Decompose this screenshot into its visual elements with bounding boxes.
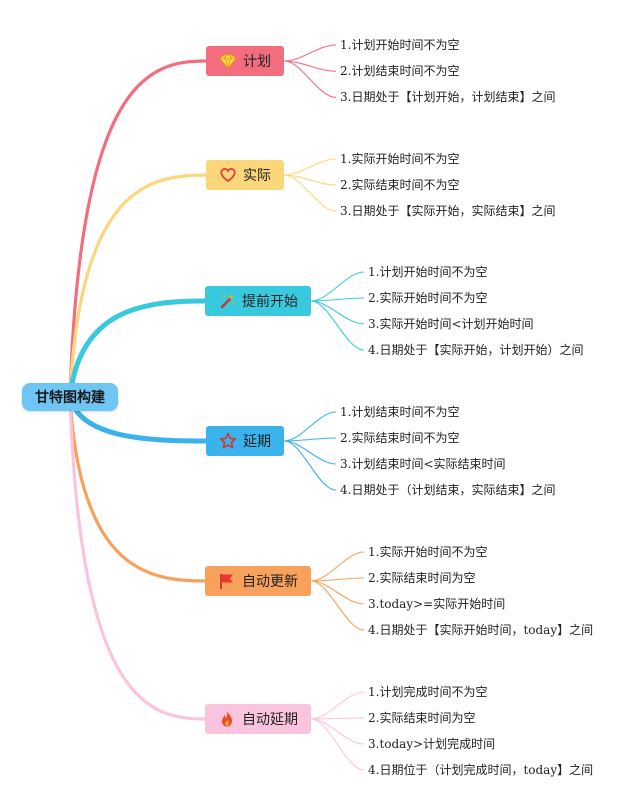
leaf-connector bbox=[283, 60, 337, 98]
leaf-item[interactable]: 4.日期处于（计划结束，实际结束】之间 bbox=[340, 483, 556, 497]
leaf-item[interactable]: 3.today>=实际开始时间 bbox=[368, 597, 506, 611]
branch-label: 自动更新 bbox=[242, 574, 298, 590]
leaf-item[interactable]: 1.计划开始时间不为空 bbox=[340, 38, 460, 52]
leaf-connector bbox=[283, 411, 337, 442]
flag-icon bbox=[218, 572, 236, 590]
branch-connector-2 bbox=[68, 173, 208, 399]
branch-label: 提前开始 bbox=[242, 294, 298, 310]
leaf-item[interactable]: 4.日期处于【实际开始时间，today】之间 bbox=[368, 623, 594, 637]
leaf-item[interactable]: 3.日期处于【计划开始，计划结束】之间 bbox=[340, 90, 556, 105]
leaf-item[interactable]: 2.实际结束时间不为空 bbox=[340, 431, 460, 445]
root-node[interactable]: 甘特图构建 bbox=[22, 383, 118, 411]
branch-node-6[interactable]: 自动延期 bbox=[205, 704, 311, 734]
branch-connector-1 bbox=[68, 59, 208, 399]
leaf-item[interactable]: 2.实际开始时间不为空 bbox=[368, 291, 488, 305]
branch-node-2[interactable]: 实际 bbox=[206, 160, 284, 190]
leaf-item[interactable]: 1.计划完成时间不为空 bbox=[368, 685, 488, 699]
leaf-item[interactable]: 3.实际开始时间<计划开始时间 bbox=[368, 317, 534, 331]
leaf-item[interactable]: 1.计划结束时间不为空 bbox=[340, 405, 460, 419]
leaf-item[interactable]: 2.计划结束时间不为空 bbox=[340, 64, 460, 79]
branch-label: 自动延期 bbox=[242, 712, 298, 728]
leaf-connector bbox=[310, 718, 365, 771]
branch-node-1[interactable]: 计划 bbox=[206, 46, 284, 76]
leaf-item[interactable]: 3.日期处于【实际开始，实际结束】之间 bbox=[340, 204, 556, 218]
heart-icon bbox=[219, 166, 237, 184]
diamond-icon bbox=[219, 52, 237, 70]
leaf-connector bbox=[310, 300, 365, 351]
leaf-item[interactable]: 2.实际结束时间不为空 bbox=[340, 178, 460, 192]
leaf-item[interactable]: 4.日期位于（计划完成时间，today】之间 bbox=[368, 763, 594, 777]
branch-connector-3 bbox=[67, 298, 208, 400]
star-icon bbox=[219, 432, 237, 450]
branch-node-5[interactable]: 自动更新 bbox=[205, 566, 311, 596]
leaf-connector bbox=[310, 718, 365, 745]
leaf-item[interactable]: 3.today>计划完成时间 bbox=[368, 737, 496, 751]
magic-wand-icon bbox=[218, 292, 236, 310]
branch-connector-6 bbox=[68, 395, 207, 721]
branch-label: 计划 bbox=[243, 54, 271, 70]
leaf-item[interactable]: 1.计划开始时间不为空 bbox=[368, 265, 488, 279]
leaf-item[interactable]: 1.实际开始时间不为空 bbox=[368, 545, 488, 559]
leaf-connector bbox=[310, 551, 365, 582]
leaf-connector bbox=[310, 691, 365, 720]
leaf-connector bbox=[310, 717, 365, 720]
branch-node-4[interactable]: 延期 bbox=[206, 426, 284, 456]
branch-label: 实际 bbox=[243, 168, 271, 184]
leaf-connector bbox=[310, 271, 365, 302]
leaf-connector bbox=[310, 580, 365, 631]
leaf-item[interactable]: 3.计划结束时间<实际结束时间 bbox=[340, 457, 506, 471]
leaf-connector bbox=[283, 174, 337, 212]
leaf-connector bbox=[283, 158, 337, 176]
leaf-item[interactable]: 2.实际结束时间为空 bbox=[368, 571, 476, 585]
leaf-item[interactable]: 4.日期处于【实际开始，计划开始）之间 bbox=[368, 343, 584, 357]
leaf-item[interactable]: 2.实际结束时间为空 bbox=[368, 711, 476, 725]
branch-label: 延期 bbox=[243, 434, 271, 450]
branch-connector-5 bbox=[68, 395, 207, 583]
flame-icon bbox=[218, 710, 236, 728]
leaf-connector bbox=[283, 44, 337, 62]
branch-node-3[interactable]: 提前开始 bbox=[205, 286, 311, 316]
leaf-item[interactable]: 1.实际开始时间不为空 bbox=[340, 152, 460, 166]
leaf-connector bbox=[283, 440, 337, 491]
